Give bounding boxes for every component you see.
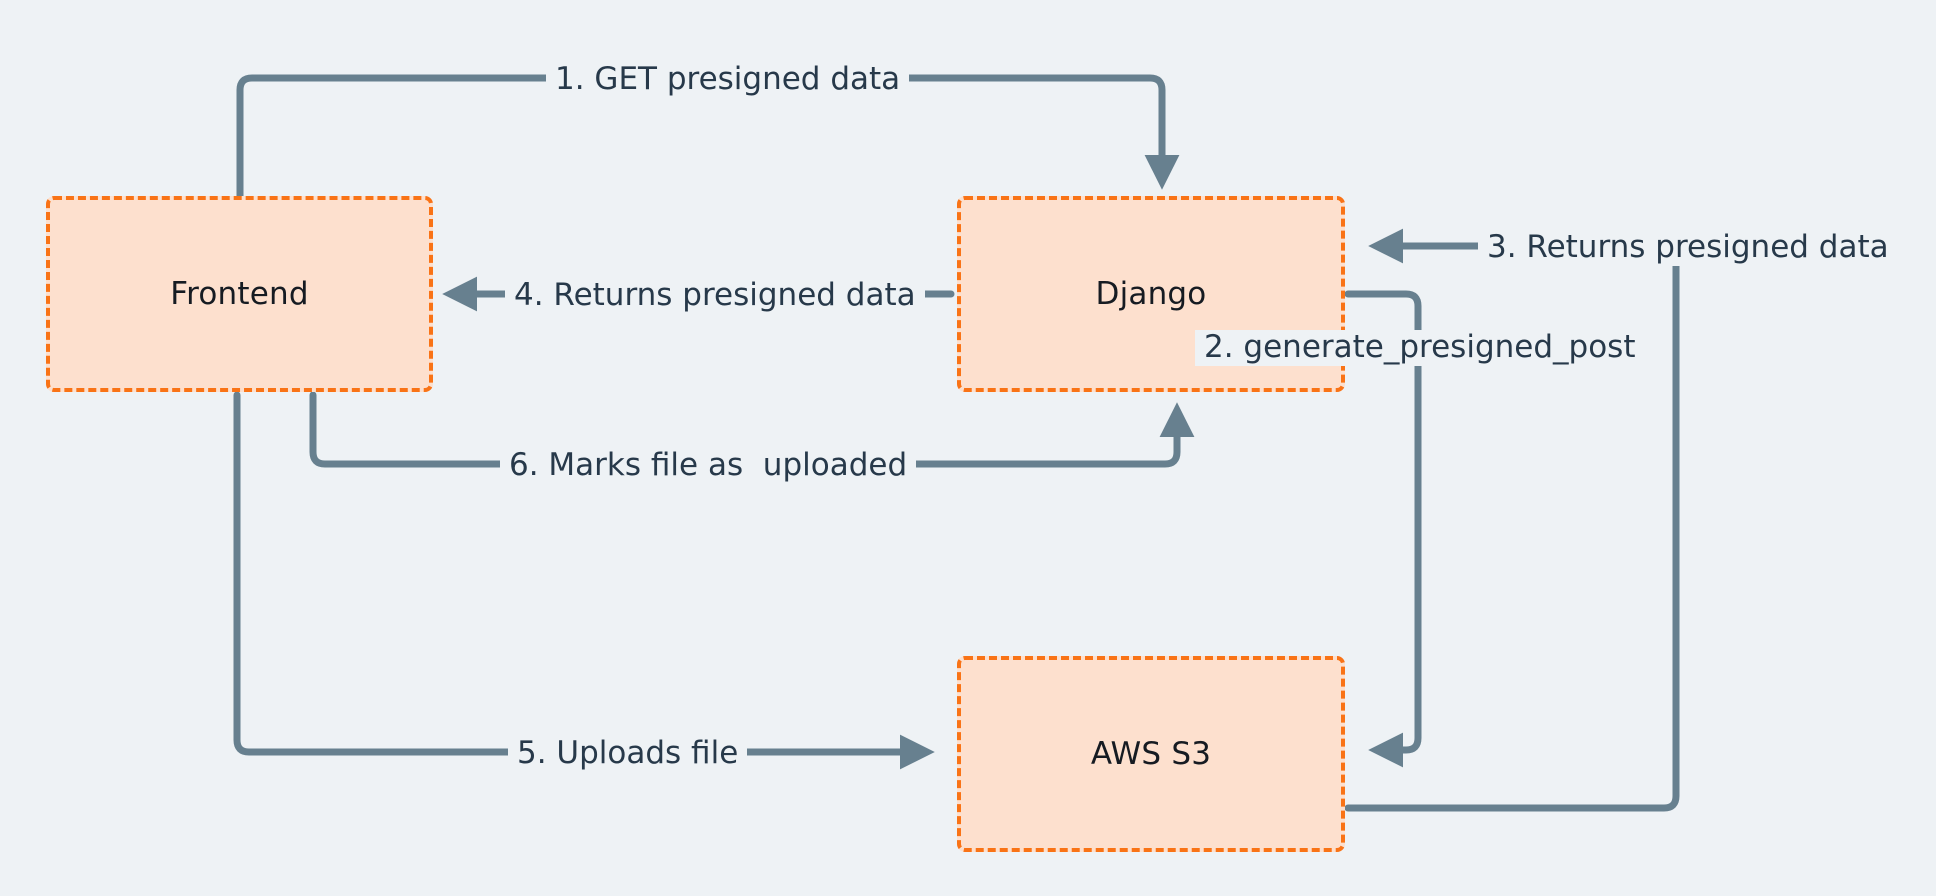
node-frontend[interactable]: Frontend — [46, 196, 433, 392]
node-frontend-label: Frontend — [170, 276, 309, 312]
edge-label-2: 2. generate_presigned_post — [1195, 329, 1645, 366]
edge-5-path — [233, 391, 935, 770]
edge-label-4: 4. Returns presigned data — [505, 277, 925, 314]
node-aws-s3-label: AWS S3 — [1090, 736, 1212, 772]
edge-label-1: 1. GET presigned data — [546, 61, 910, 98]
edge-2-path — [1344, 290, 1422, 768]
node-django-label: Django — [1095, 276, 1207, 312]
node-aws-s3[interactable]: AWS S3 — [957, 656, 1345, 852]
edge-label-5: 5. Uploads file — [508, 735, 748, 772]
edge-label-3: 3. Returns presigned data — [1478, 229, 1898, 266]
edge-label-6: 6. Marks file as uploaded — [500, 447, 917, 484]
